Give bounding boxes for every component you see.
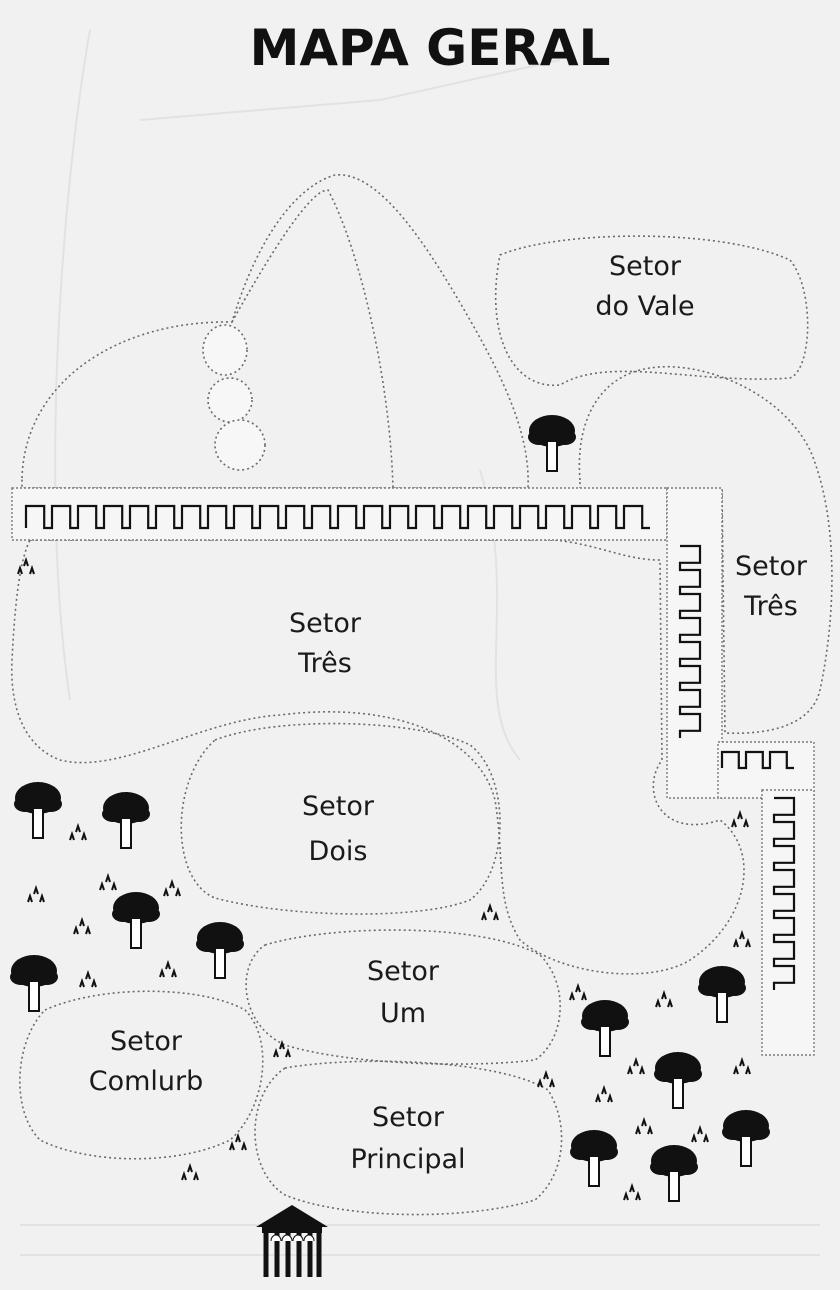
shrub-icon bbox=[481, 905, 499, 921]
sector-um[interactable] bbox=[245, 929, 561, 1065]
sector-label-dois-1: Setor bbox=[302, 791, 375, 822]
entrance-gate-icon[interactable] bbox=[256, 1205, 328, 1277]
shrub-icon bbox=[163, 881, 181, 897]
tree-icon bbox=[569, 1129, 619, 1187]
shrub-icon bbox=[623, 1185, 641, 1201]
shrub-icon bbox=[733, 932, 751, 948]
tree-icon bbox=[9, 954, 59, 1012]
shrub-icon bbox=[627, 1059, 645, 1075]
shrub-icon bbox=[17, 559, 35, 575]
shrub-icon bbox=[27, 887, 45, 903]
sector-principal[interactable] bbox=[254, 1060, 563, 1216]
tree-icon bbox=[195, 921, 245, 979]
sector-dois[interactable] bbox=[180, 722, 501, 915]
shrub-icon bbox=[99, 875, 117, 891]
shrub-icon bbox=[731, 812, 749, 828]
shrub-icon bbox=[635, 1119, 653, 1135]
tree-icon bbox=[13, 781, 63, 839]
horizontal-walkway bbox=[11, 487, 668, 541]
sector-label-comlurb-1: Setor bbox=[110, 1026, 183, 1057]
sector-do-vale[interactable] bbox=[494, 235, 809, 386]
shrub-icon bbox=[595, 1087, 613, 1103]
sector-tres-east[interactable] bbox=[578, 366, 833, 735]
tree-icon bbox=[111, 891, 161, 949]
shrub-icon bbox=[733, 1059, 751, 1075]
tree-icon bbox=[653, 1051, 703, 1109]
sector-label-principal-1: Setor bbox=[372, 1102, 445, 1133]
mountain-area bbox=[21, 174, 529, 489]
sector-label-tres-main-1: Setor bbox=[289, 608, 362, 639]
sector-label-tres-main-2: Três bbox=[297, 648, 352, 679]
shrub-icon bbox=[69, 825, 87, 841]
shrub-icon bbox=[655, 992, 673, 1008]
bush-column bbox=[202, 324, 266, 471]
tree-icon bbox=[101, 791, 151, 849]
tree-icon bbox=[721, 1109, 771, 1167]
sector-label-tres-east-1: Setor bbox=[735, 551, 808, 582]
shrub-icon bbox=[73, 919, 91, 935]
tree-icon bbox=[697, 965, 747, 1023]
tree-icon bbox=[649, 1144, 699, 1202]
map-title: MAPA GERAL bbox=[250, 19, 611, 77]
tree-icon bbox=[580, 999, 630, 1057]
shrub-icon bbox=[181, 1165, 199, 1181]
shrub-icon bbox=[691, 1127, 709, 1143]
tree-icon bbox=[527, 414, 577, 472]
shrub-icon bbox=[159, 962, 177, 978]
sector-label-vale-2: do Vale bbox=[595, 291, 694, 322]
vertical-walkway bbox=[666, 487, 723, 799]
shrub-icon bbox=[79, 972, 97, 988]
sector-label-vale-1: Setor bbox=[609, 251, 682, 282]
sector-label-comlurb-2: Comlurb bbox=[89, 1066, 204, 1097]
sector-label-dois-2: Dois bbox=[309, 836, 368, 867]
sector-label-um-1: Setor bbox=[367, 956, 440, 987]
shrub-icon bbox=[569, 985, 587, 1001]
shrub-icon bbox=[537, 1072, 555, 1088]
sector-label-tres-east-2: Três bbox=[743, 591, 798, 622]
sector-label-principal-2: Principal bbox=[350, 1144, 465, 1175]
sector-label-um-2: Um bbox=[380, 998, 426, 1029]
lower-walkway bbox=[717, 741, 815, 1056]
